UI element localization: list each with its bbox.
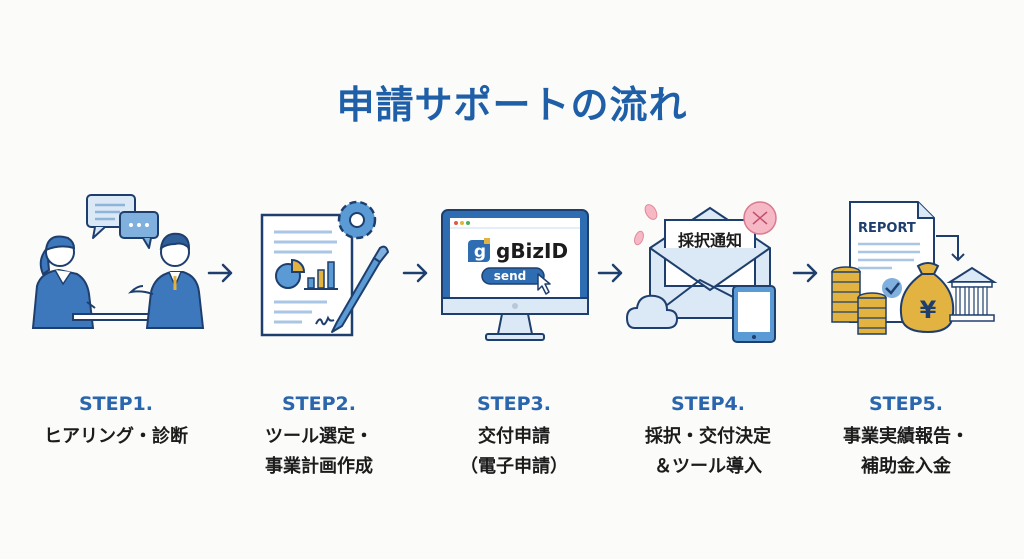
step-number: STEP3. [477,393,551,415]
cursor-icon [537,273,551,295]
gear-icon [337,200,377,240]
arrow-right-icon [401,262,431,284]
svg-text:send: send [494,269,526,283]
man-figure-icon [127,232,205,329]
woman-figure-icon [31,235,96,329]
bank-building-icon [946,266,998,322]
page-title: 申請サポートの流れ [336,83,688,127]
arrow-right-icon [206,262,236,284]
step-description: ツール選定・ 事業計画作成 [265,426,373,477]
coin-stack-icon [831,266,887,335]
online-application-icon: g gBizID send [420,190,610,350]
pie-chart-icon [275,258,306,289]
chat-dots-icon [119,211,159,249]
step-5: STEP5. 事業実績報告・ 補助金入金 [806,390,1006,482]
arrow-right-icon [596,262,626,284]
step-number: STEP1. [79,393,153,415]
step-2: STEP2. ツール選定・ 事業計画作成 [219,390,419,482]
gbizid-logo-icon: g [468,238,490,262]
gbizid-brand: gBizID [496,239,568,263]
step-number: STEP2. [282,393,356,415]
step-description: 採択・交付決定 ＆ツール導入 [645,426,771,477]
svg-text:¥: ¥ [920,296,937,324]
approval-notice-icon: 採択通知 [615,190,805,350]
tablet-icon [732,285,776,343]
send-button[interactable]: send [481,267,545,285]
svg-text:REPORT: REPORT [858,221,916,236]
svg-text:g: g [474,242,486,262]
step-1: STEP1. ヒアリング・診断 [16,390,216,452]
notice-text: 採択通知 [678,231,742,250]
arrow-right-icon [791,262,821,284]
pen-icon [331,245,390,333]
bar-chart-icon [304,261,338,290]
step-4: STEP4. 採択・交付決定 ＆ツール導入 [608,390,808,482]
money-bag-icon: ¥ [900,262,955,334]
check-icon [882,278,902,298]
step-description: 事業実績報告・ 補助金入金 [843,426,969,477]
step-number: STEP4. [671,393,745,415]
sakura-flower-icon [743,201,777,235]
report-and-grant-icon: REPORT ¥ [822,190,1012,350]
step-3: STEP3. 交付申請 （電子申請） [414,390,614,482]
sakura-petal-icon [634,204,658,246]
step-description: 交付申請 （電子申請） [460,426,568,477]
consultation-icon [25,190,215,350]
cloud-icon [625,294,679,329]
step-description: ヒアリング・診断 [44,426,188,447]
business-plan-icon [232,190,422,350]
step-number: STEP5. [869,393,943,415]
